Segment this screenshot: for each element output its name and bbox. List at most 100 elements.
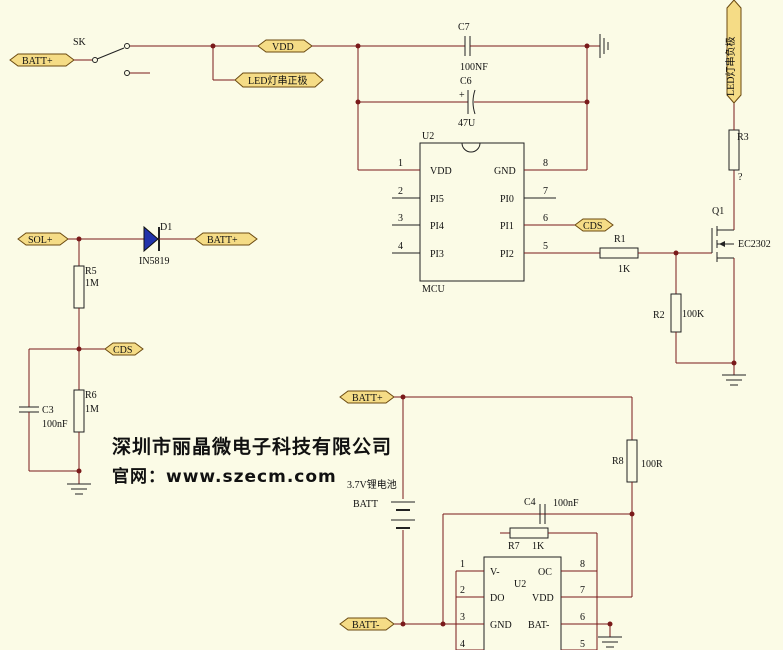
battery-batt: 3.7V锂电池 BATT <box>347 478 415 529</box>
svg-text:7: 7 <box>580 585 585 596</box>
svg-text:100R: 100R <box>641 459 663 470</box>
svg-text:100NF: 100NF <box>460 62 488 73</box>
batt-plus-tag-top: BATT+ <box>9 53 75 67</box>
svg-text:V-: V- <box>490 567 500 578</box>
svg-text:6: 6 <box>580 612 585 623</box>
svg-text:OC: OC <box>538 567 552 578</box>
svg-text:C4: C4 <box>524 497 536 508</box>
resistor-r8: R8 100R <box>612 439 663 483</box>
svg-text:R5: R5 <box>85 266 97 277</box>
svg-text:CDS: CDS <box>113 345 132 356</box>
svg-text:IN5819: IN5819 <box>139 256 170 267</box>
svg-text:CDS: CDS <box>583 221 602 232</box>
resistor-r7: R7 1K <box>508 527 549 552</box>
svg-text:BAT-: BAT- <box>528 620 549 631</box>
svg-text:MCU: MCU <box>422 284 446 295</box>
svg-text:BATT+: BATT+ <box>22 56 53 67</box>
svg-text:C3: C3 <box>42 405 54 416</box>
svg-text:3: 3 <box>398 213 403 224</box>
svg-text:U2: U2 <box>422 131 434 142</box>
svg-text:R1: R1 <box>614 234 626 245</box>
svg-text:GND: GND <box>494 166 516 177</box>
svg-text:BATT-: BATT- <box>352 620 379 631</box>
svg-text:2: 2 <box>398 186 403 197</box>
svg-text:PI1: PI1 <box>500 221 514 232</box>
svg-text:3: 3 <box>460 612 465 623</box>
svg-text:U2: U2 <box>514 579 526 590</box>
led-positive-tag: LED灯串正极 <box>234 72 324 88</box>
svg-text:1K: 1K <box>618 264 631 275</box>
batt-plus-tag-diode: BATT+ <box>194 232 258 246</box>
svg-text:?: ? <box>738 172 743 183</box>
svg-text:Q1: Q1 <box>712 206 724 217</box>
svg-text:8: 8 <box>543 158 548 169</box>
sol-plus-tag: SOL+ <box>17 232 69 246</box>
svg-text:PI0: PI0 <box>500 194 514 205</box>
ground-q1 <box>722 374 746 386</box>
capacitor-c7: C7 100NF <box>458 22 488 73</box>
svg-text:1: 1 <box>460 559 465 570</box>
capacitor-c4: C4 100nF <box>524 497 579 524</box>
cds-tag-mcu: CDS <box>574 218 614 232</box>
svg-text:4: 4 <box>398 241 403 252</box>
resistor-r1: R1 1K <box>599 234 639 275</box>
svg-text:LED灯串正极: LED灯串正极 <box>248 74 307 87</box>
svg-text:LED灯串负极: LED灯串负极 <box>724 37 737 96</box>
mcu-u2: U2 MCU 1 2 3 4 VDD PI5 PI4 PI3 8 7 6 5 G… <box>358 131 600 295</box>
svg-text:1M: 1M <box>85 278 99 289</box>
capacitor-c6: C6 + 47U <box>458 76 476 129</box>
switch-sk: SK <box>73 37 130 76</box>
svg-text:5: 5 <box>543 241 548 252</box>
svg-text:PI5: PI5 <box>430 194 444 205</box>
mosfet-q1: Q1 EC2302 <box>711 206 771 262</box>
ground-prot <box>598 624 622 648</box>
svg-text:2: 2 <box>460 585 465 596</box>
batt-minus-tag: BATT- <box>339 617 395 631</box>
svg-text:GND: GND <box>490 620 512 631</box>
svg-text:BATT+: BATT+ <box>207 235 238 246</box>
svg-text:EC2302: EC2302 <box>738 239 771 250</box>
svg-text:5: 5 <box>580 639 585 650</box>
svg-text:PI4: PI4 <box>430 221 444 232</box>
svg-text:R6: R6 <box>85 390 97 401</box>
ground-left <box>67 483 91 495</box>
batt-plus-tag-bottom: BATT+ <box>339 390 395 404</box>
svg-text:BATT+: BATT+ <box>352 393 383 404</box>
resistor-r2: R2 100K <box>653 293 705 333</box>
svg-text:1M: 1M <box>85 404 99 415</box>
svg-text:BATT: BATT <box>353 499 378 510</box>
svg-text:PI2: PI2 <box>500 249 514 260</box>
protection-ic-u2: U2 1 2 3 4 V- DO GND 8 7 6 5 OC VDD BAT- <box>443 556 632 650</box>
svg-text:+: + <box>459 90 465 101</box>
resistor-r5: R5 1M <box>73 265 99 309</box>
svg-text:PI3: PI3 <box>430 249 444 260</box>
vdd-tag: VDD <box>257 39 313 53</box>
svg-text:DO: DO <box>490 593 504 604</box>
svg-text:100nF: 100nF <box>42 419 68 430</box>
switch-label: SK <box>73 37 87 48</box>
svg-text:6: 6 <box>543 213 548 224</box>
svg-text:8: 8 <box>580 559 585 570</box>
svg-text:100nF: 100nF <box>553 498 579 509</box>
website-watermark: 官网：www.szecm.com <box>112 467 337 487</box>
svg-text:R3: R3 <box>737 132 749 143</box>
svg-text:1K: 1K <box>532 541 545 552</box>
diode-d1: D1 IN5819 <box>139 222 172 267</box>
svg-text:7: 7 <box>543 186 548 197</box>
svg-text:3.7V锂电池: 3.7V锂电池 <box>347 478 397 491</box>
resistor-r6: R6 1M <box>73 389 99 433</box>
svg-text:100K: 100K <box>682 309 705 320</box>
svg-text:C7: C7 <box>458 22 470 33</box>
svg-text:47U: 47U <box>458 118 476 129</box>
svg-text:R7: R7 <box>508 541 520 552</box>
svg-text:SOL+: SOL+ <box>28 235 53 246</box>
capacitor-c3: C3 100nF <box>19 405 68 430</box>
svg-text:VDD: VDD <box>532 593 554 604</box>
svg-text:R2: R2 <box>653 310 665 321</box>
cds-tag-left: CDS <box>104 342 144 356</box>
svg-text:4: 4 <box>460 639 465 650</box>
led-negative-tag: LED灯串负极 <box>724 0 742 104</box>
svg-text:VDD: VDD <box>272 42 294 53</box>
svg-text:R8: R8 <box>612 456 624 467</box>
svg-text:1: 1 <box>398 158 403 169</box>
